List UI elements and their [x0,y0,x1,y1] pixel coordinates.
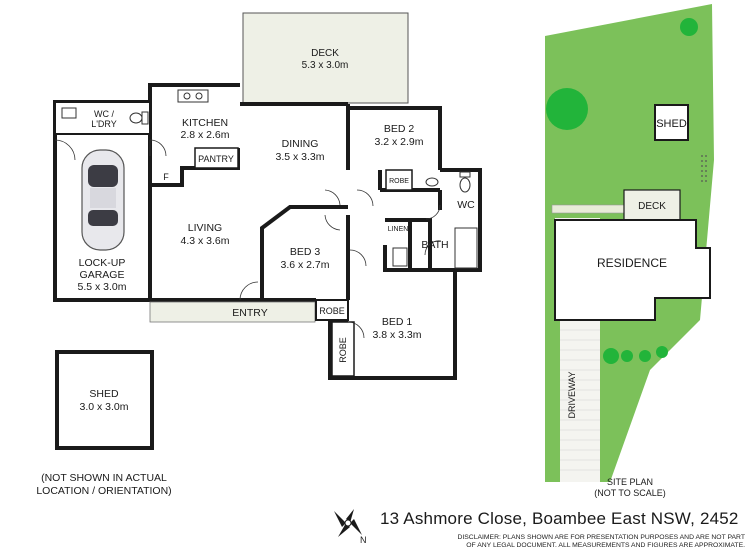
disclaimer: DISCLAIMER: PLANS SHOWN ARE FOR PRESENTA… [450,534,745,550]
shed-note-2: LOCATION / ORIENTATION) [36,485,171,497]
disclaimer-line-2: OF ANY LEGAL DOCUMENT. ALL MEASUREMENTS … [466,542,745,549]
garage-name: LOCK-UP [79,257,126,269]
wc-laundry-label-2: L'DRY [91,119,117,129]
shed-dims: 3.0 x 3.0m [79,401,128,413]
bed3-name: BED 3 [290,246,321,258]
site-plan-caption: SITE PLAN [607,477,653,487]
entry-label: ENTRY [232,307,267,319]
tree [546,88,588,130]
disclaimer-line-1: DISCLAIMER: PLANS SHOWN ARE FOR PRESENTA… [457,534,745,541]
property-address: 13 Ashmore Close, Boambee East NSW, 2452 [380,509,739,528]
driveway-label: DRIVEWAY [567,371,577,418]
deck-dims: 5.3 x 3.0m [302,60,349,71]
site-plan-subcaption: (NOT TO SCALE) [594,488,666,498]
pantry [194,147,239,169]
tree [656,346,668,358]
garage-dims: 5.5 x 3.0m [77,281,126,293]
pantry-label: PANTRY [198,154,234,164]
deck-name: DECK [311,48,339,59]
residence-label: RESIDENCE [597,256,667,270]
site-shed-label: SHED [656,118,687,130]
kitchen-name: KITCHEN [182,117,228,129]
tree [680,18,698,36]
wc-label: WC [457,199,475,211]
driveway [560,300,600,482]
bed1-name: BED 1 [382,316,413,328]
fridge-label: F [163,172,169,182]
site-deck-label: DECK [638,201,666,212]
fixtures [61,89,471,267]
shed [55,350,154,450]
robe3-label: ROBE [319,306,345,316]
bath-label: BATH [421,239,448,251]
bed2-name: BED 2 [384,123,415,135]
robe-1 [331,321,355,377]
shed-name: SHED [89,388,119,400]
bed1-dims: 3.8 x 3.3m [372,329,421,341]
dining-name: DINING [282,138,319,150]
robe-3 [315,299,349,321]
site-deck [623,189,681,221]
compass-icon: N [334,509,367,545]
garage-name-2: GARAGE [80,269,125,281]
living-dims: 4.3 x 3.6m [180,235,229,247]
tree [603,348,619,364]
robe2-label: ROBE [389,178,409,185]
kitchen-dims: 2.8 x 2.6m [180,129,229,141]
door-swings [54,139,442,339]
compass-north-label: N [360,535,367,545]
linen-label: LINEN [388,226,409,233]
bath-tub [454,227,478,269]
living-name: LIVING [188,222,222,234]
room-labels: WC / L'DRY KITCHEN 2.8 x 2.6m PANTRY F D… [77,109,475,363]
robe-2 [385,169,413,191]
bed2-dims: 3.2 x 2.9m [374,136,423,148]
dining-dims: 3.5 x 3.3m [275,151,324,163]
shed-note: (NOT SHOWN IN ACTUAL [41,472,167,484]
tree [639,350,651,362]
bed3-dims: 3.6 x 2.7m [280,259,329,271]
robe1-label: ROBE [338,337,348,363]
wc-laundry-label: WC / [94,109,114,119]
car-icon [81,149,125,251]
site-plan: SHED DECK RESIDENCE DRIVEWAY SITE PLAN (… [545,4,714,498]
site-shed [654,104,689,141]
residence [554,219,711,321]
tree [621,350,633,362]
